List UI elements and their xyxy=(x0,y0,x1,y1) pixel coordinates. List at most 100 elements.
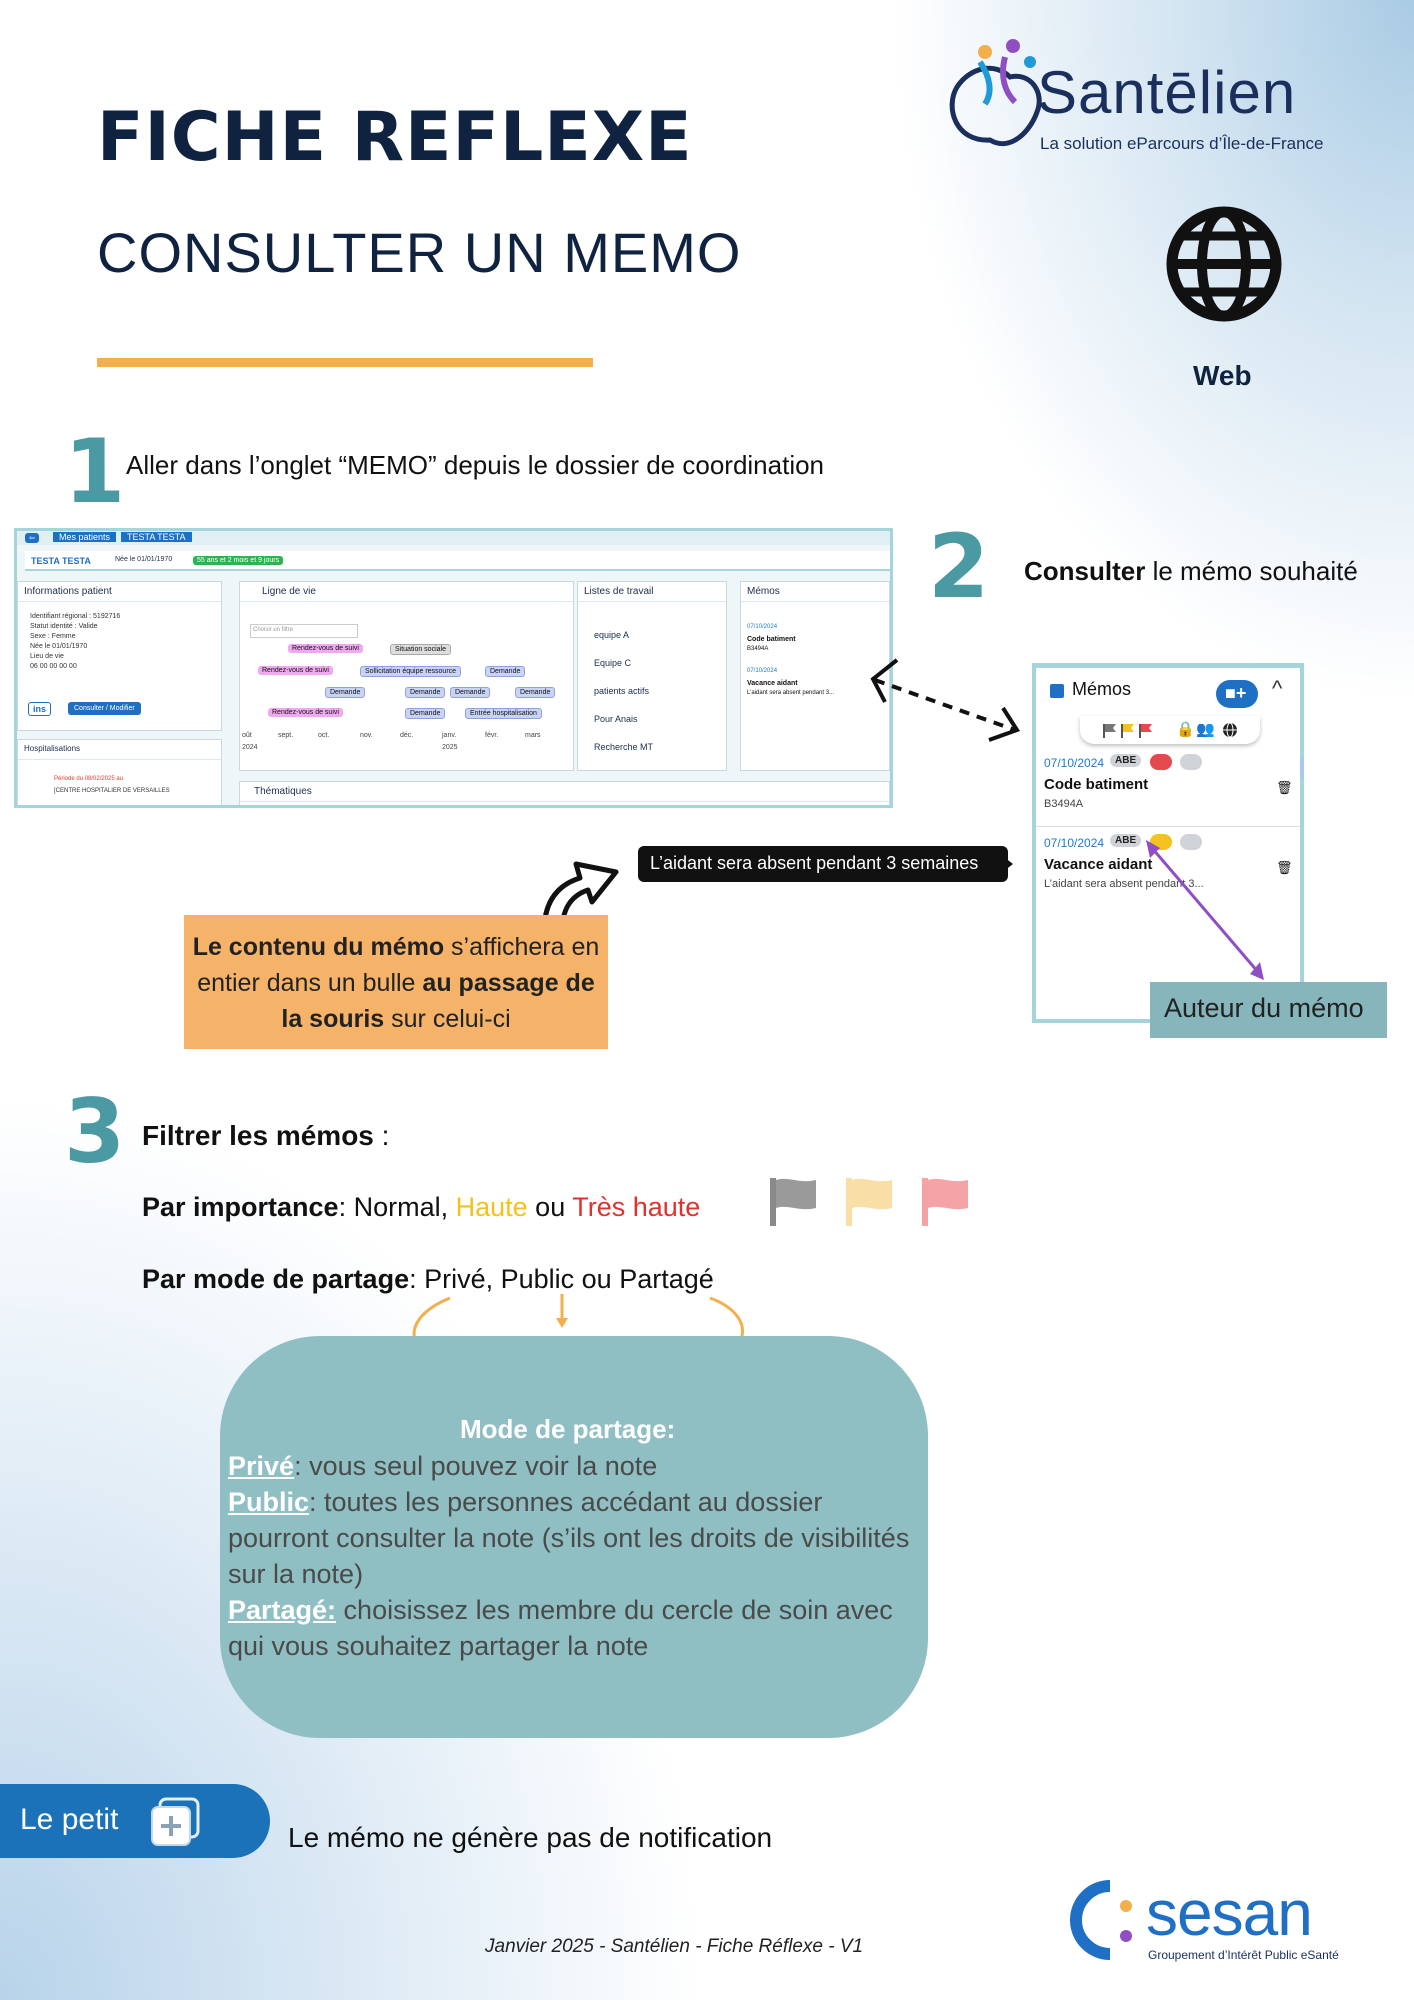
step-1-text: Aller dans l’onglet “MEMO” depuis le dos… xyxy=(126,450,825,480)
memo-item[interactable]: 07/10/2024 ABE Vacance aidant L’aidant s… xyxy=(1044,834,1294,896)
month-label: oct. xyxy=(318,732,330,739)
info-lines: Identifiant régional : 5192716 Statut id… xyxy=(30,612,120,672)
breadcrumb-item[interactable]: Mes patients xyxy=(53,532,117,542)
logo-tagline: La solution eParcours d’Île-de-France xyxy=(1040,134,1324,153)
timeline-chip[interactable]: Demande xyxy=(405,687,446,698)
worklists-panel: Listes de travail equipe A Equipe C pati… xyxy=(577,581,727,771)
step-2-number: 2 xyxy=(928,515,990,618)
app-screenshot: ⇦ Mes patients TESTA TESTA TESTA TESTA N… xyxy=(14,528,893,808)
author-label: Auteur du mémo xyxy=(1150,982,1387,1038)
tip-label: Le petit xyxy=(20,1803,119,1836)
memo-name[interactable]: Vacance aidant xyxy=(747,680,798,687)
sharing-label: Par mode de partage xyxy=(142,1264,410,1294)
timeline-chip[interactable]: Rendez-vous de suivi xyxy=(288,644,363,653)
month-label: déc. xyxy=(400,732,414,739)
chevron-up-icon[interactable]: ^ xyxy=(1272,676,1283,701)
hosp-name: [CENTRE HOSPITALIER DE VERSAILLES xyxy=(54,788,170,794)
sharing-item-label: Partagé: xyxy=(228,1595,337,1625)
title-divider xyxy=(97,358,593,367)
back-arrow-icon[interactable]: ⇦ xyxy=(25,533,39,543)
breadcrumb-item[interactable]: TESTA TESTA xyxy=(121,532,192,542)
importance-sep: : Normal, xyxy=(338,1192,456,1222)
importance-flags-icon xyxy=(770,1178,968,1226)
month-label: mars xyxy=(525,732,541,739)
globe-icon[interactable] xyxy=(1222,722,1238,738)
panel-title: Informations patient xyxy=(18,582,221,602)
flag-filter-icons[interactable] xyxy=(1102,723,1156,739)
santelien-logo-icon xyxy=(949,39,1042,147)
step-2-text: Consulter le mémo souhaité xyxy=(1024,556,1358,587)
memos-panel-small: Mémos 07/10/2024 Code batiment B3494A 07… xyxy=(740,581,890,771)
ins-button[interactable]: ins xyxy=(28,702,52,716)
worklist-item[interactable]: Recherche MT xyxy=(594,742,654,752)
lock-icon[interactable]: 🔒 xyxy=(1176,721,1195,738)
timeline-filter-select[interactable]: Choisir un filtre xyxy=(250,624,358,638)
sharing-item-text: : toutes les personnes accédant au dossi… xyxy=(228,1487,910,1589)
flag-badge-icon xyxy=(1150,754,1172,770)
patient-name[interactable]: TESTA TESTA xyxy=(31,556,91,566)
month-label: févr. xyxy=(485,732,499,739)
page-subtitle: CONSULTER UN MEMO xyxy=(97,221,742,284)
hover-note: Le contenu du mémo s’affichera en entier… xyxy=(184,915,608,1049)
memo-date: 07/10/2024 xyxy=(1044,756,1105,770)
sharing-bubble xyxy=(220,1336,928,1738)
sharing-options: : Privé, Public ou Partagé xyxy=(409,1264,714,1294)
hover-text-2: sur celui-ci xyxy=(384,1005,511,1033)
timeline-chip[interactable]: Demande xyxy=(485,666,526,677)
trash-icon[interactable]: 🗑 xyxy=(1276,860,1293,875)
scrollbar[interactable] xyxy=(1300,758,1304,778)
timeline-panel: Ligne de vie Choisir un filtre Rendez-vo… xyxy=(239,581,574,771)
timeline-chip[interactable]: Demande xyxy=(450,687,491,698)
add-memo-button[interactable]: ■+ xyxy=(1216,680,1258,708)
info-line: Lieu de vie xyxy=(30,653,64,660)
patient-born: Née le 01/01/1970 xyxy=(115,556,173,563)
sesan-tagline: Groupement d’Intérêt Public eSanté xyxy=(1148,1948,1339,1962)
sharing-item-text: : vous seul pouvez voir la note xyxy=(294,1451,658,1481)
memo-sub: L’aidant sera absent pendant 3... xyxy=(1044,878,1204,890)
platform-label: Web xyxy=(1193,360,1252,391)
memo-sub: B3494A xyxy=(1044,798,1084,810)
worklist-item[interactable]: Pour Anais xyxy=(594,714,638,724)
month-label: oût xyxy=(242,732,252,739)
memo-date: 07/10/2024 xyxy=(1044,836,1105,850)
info-panel: Informations patient Identifiant régiona… xyxy=(17,581,222,731)
panel-title: Hospitalisations xyxy=(18,740,221,760)
timeline-chip[interactable]: Demande xyxy=(405,708,446,719)
group-icon[interactable]: 👥 xyxy=(1196,721,1215,738)
timeline-chip[interactable]: Demande xyxy=(325,687,366,698)
sharing-item: Public: toutes les personnes accédant au… xyxy=(228,1484,918,1592)
step-2-rest: le mémo souhaité xyxy=(1145,556,1358,586)
memo-item[interactable]: 07/10/2024 ABE Code batiment B3494A 🗑 xyxy=(1044,754,1294,816)
importance-very-high: Très haute xyxy=(572,1192,701,1222)
panel-title: Thématiques xyxy=(240,782,889,802)
month-label: nov. xyxy=(360,732,373,739)
month-label: janv. xyxy=(442,732,457,739)
worklist-item[interactable]: patients actifs xyxy=(594,686,650,696)
timeline-chip[interactable]: Situation sociale xyxy=(390,644,451,655)
worklist-item[interactable]: Equipe C xyxy=(594,658,632,668)
timeline-chip[interactable]: Rendez-vous de suivi xyxy=(258,666,333,675)
step-3-title-bold: Filtrer les mémos xyxy=(142,1120,374,1151)
memo-date: 07/10/2024 xyxy=(747,668,778,674)
timeline-chip[interactable]: Entrée hospitalisation xyxy=(465,708,542,719)
memo-date: 07/10/2024 xyxy=(747,624,778,630)
memo-sub: L’aidant sera absent pendant 3... xyxy=(747,690,835,696)
memo-name[interactable]: Code batiment xyxy=(747,636,796,643)
timeline-chip[interactable]: Demande xyxy=(515,687,556,698)
timeline-chip[interactable]: Sollicitation équipe ressource xyxy=(360,666,462,677)
purple-arrow-icon xyxy=(1146,840,1264,980)
importance-line: Par importance: Normal, Haute ou Très ha… xyxy=(142,1192,700,1223)
trash-icon[interactable]: 🗑 xyxy=(1276,780,1293,795)
consult-button[interactable]: Consulter / Modifier xyxy=(68,702,141,715)
sesan-logo-icon xyxy=(1070,1880,1132,1960)
hover-bold-2: au passage de la souris xyxy=(281,969,595,1033)
tip-text: Le mémo ne génère pas de notification xyxy=(288,1822,773,1853)
timeline-chip[interactable]: Rendez-vous de suivi xyxy=(268,708,343,717)
info-line: Statut identité : Valide xyxy=(30,623,98,630)
memo-icon xyxy=(1050,684,1064,698)
memo-name: Vacance aidant xyxy=(1044,856,1153,873)
panel-title: Mémos xyxy=(741,582,889,602)
memo-sub: B3494A xyxy=(747,646,769,652)
page-title: FICHE REFLEXE xyxy=(97,98,693,177)
worklist-item[interactable]: equipe A xyxy=(594,630,630,640)
